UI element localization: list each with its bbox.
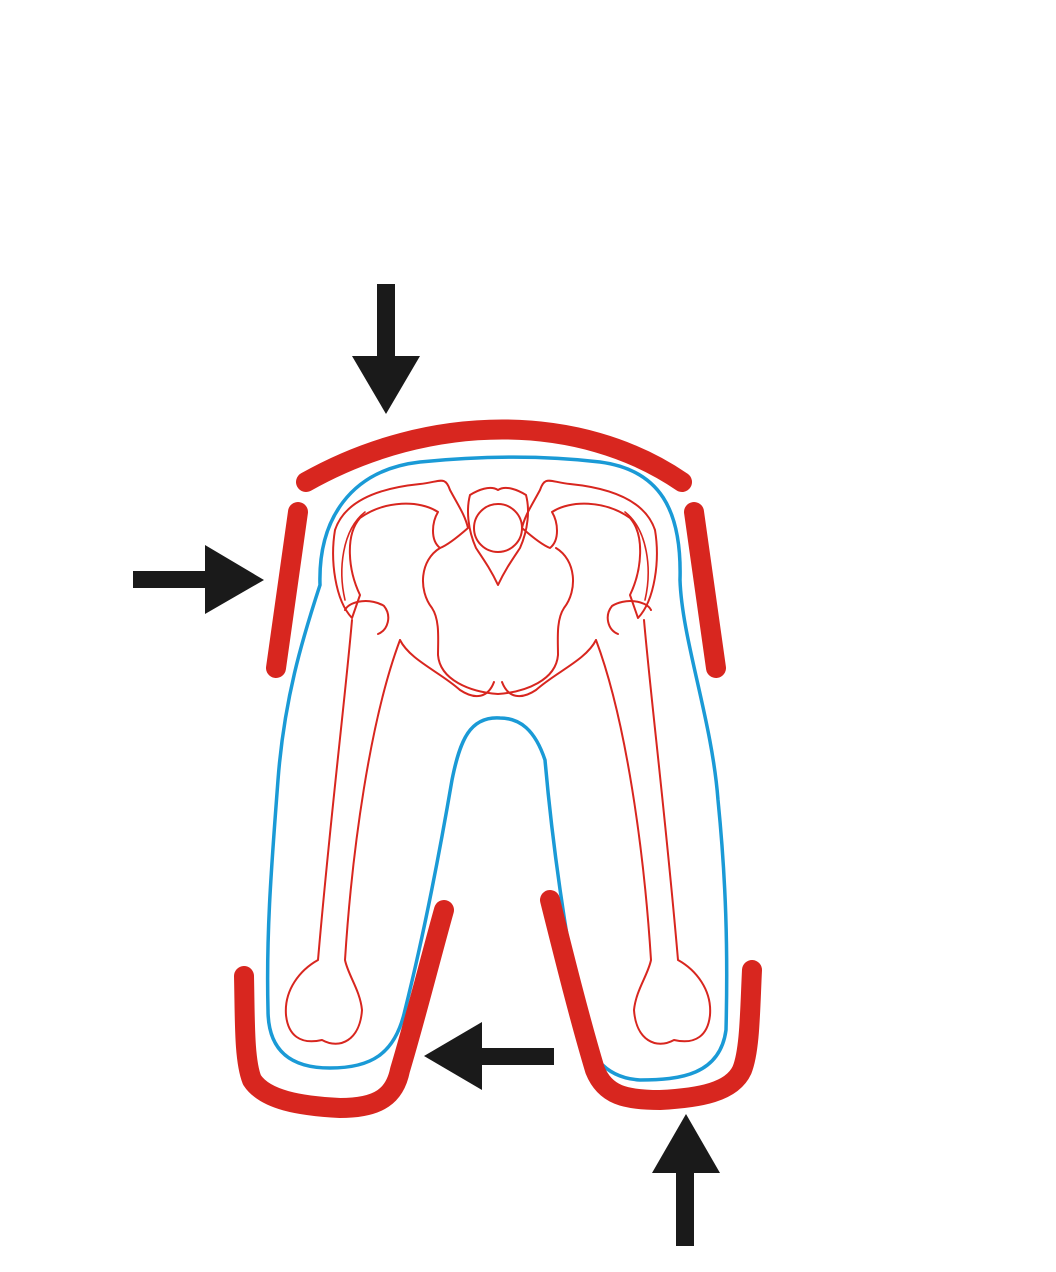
sacrum xyxy=(467,486,529,586)
left-iliac-inner xyxy=(341,511,366,601)
left-iliac-wing xyxy=(332,479,469,619)
arrow-left-icon xyxy=(424,1022,554,1090)
femurs xyxy=(284,619,712,1045)
pubic-symphysis xyxy=(399,639,597,698)
arrow-down-icon xyxy=(352,284,420,414)
top-pad xyxy=(296,419,692,492)
left-leg-cup-pad xyxy=(234,900,454,1118)
left-femur xyxy=(284,619,401,1045)
pelvis-skeleton xyxy=(332,479,658,698)
force-arrows xyxy=(133,284,720,1246)
right-femur xyxy=(595,619,712,1045)
left-hip-joint xyxy=(344,600,390,635)
right-iliac-wing xyxy=(521,479,658,619)
support-pads xyxy=(234,419,762,1118)
right-leg-cup-pad xyxy=(540,890,762,1110)
pelvic-basin xyxy=(421,547,575,695)
right-hip-pad xyxy=(684,502,726,678)
right-iliac-inner xyxy=(624,511,649,601)
arrow-right-icon xyxy=(133,545,264,614)
spine-vertebra xyxy=(473,503,523,553)
arrow-up-icon xyxy=(652,1114,720,1246)
right-hip-joint xyxy=(606,600,652,635)
left-hip-pad xyxy=(266,502,308,678)
